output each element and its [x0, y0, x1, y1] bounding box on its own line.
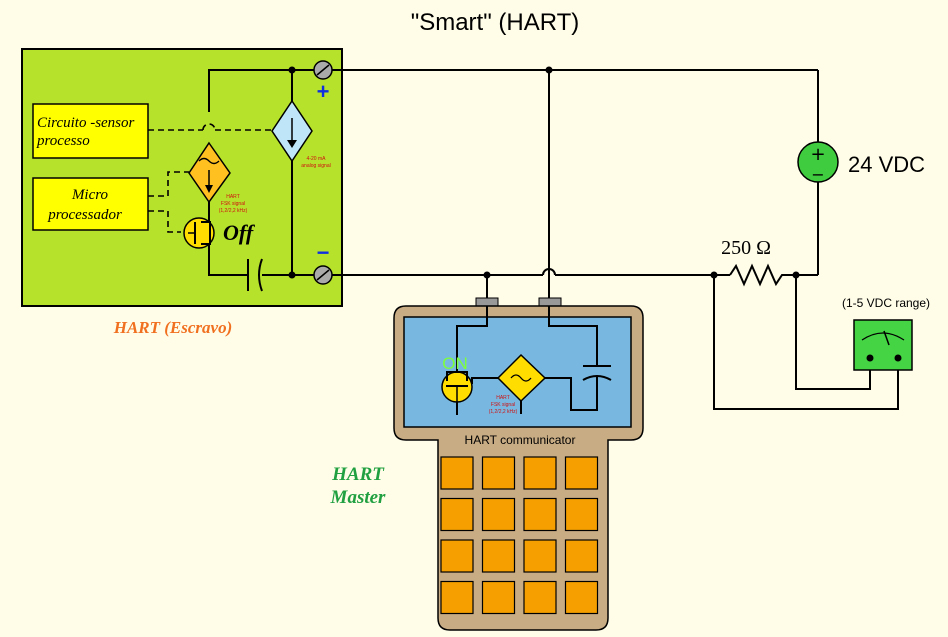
- sensor-box-line-1: Circuito -sensor: [37, 115, 135, 131]
- supply-plus: +: [810, 144, 825, 165]
- keypad-key[interactable]: [523, 580, 557, 615]
- keypad-key[interactable]: [481, 497, 516, 532]
- junction-dot: [545, 66, 553, 74]
- off-label: Off: [223, 220, 256, 245]
- junction-dot: [288, 271, 296, 279]
- diagram-title: "Smart" (HART): [411, 9, 580, 36]
- connector-right: [538, 297, 562, 307]
- comm-fsk-label-line-2: FSK signal: [491, 402, 515, 408]
- keypad-key[interactable]: [523, 497, 557, 532]
- keypad-key[interactable]: [564, 539, 599, 573]
- comm-fsk-label-line-3: (1,2/2,2 kHz): [489, 409, 518, 415]
- tx-fsk-label-line-3: (1,2/2,2 kHz): [219, 208, 248, 214]
- slave-caption: HART (Escravo): [113, 318, 233, 337]
- voltmeter-icon: [853, 319, 913, 371]
- control-dashes: [148, 123, 272, 233]
- master-caption-line-1: HART: [331, 464, 385, 485]
- comm-sine-wave-icon: [510, 374, 532, 382]
- sensor-box-line-2: processo: [36, 133, 90, 149]
- keypad-key[interactable]: [481, 580, 516, 615]
- connector-left: [475, 297, 499, 307]
- micro-box-line-1: Micro: [71, 187, 109, 203]
- source-label-line-1: 4-20 mA: [307, 156, 327, 162]
- terminal-minus: [313, 265, 333, 285]
- keypad-key[interactable]: [440, 580, 474, 615]
- keypad-key[interactable]: [523, 456, 557, 490]
- source-label-line-2: analog signal: [301, 163, 330, 169]
- junction-dot: [710, 271, 718, 279]
- power-supply-icon: [797, 141, 839, 183]
- meter-range-label: (1-5 VDC range): [842, 296, 930, 310]
- switch-off-icon: [183, 217, 215, 249]
- junction-dot: [483, 271, 491, 279]
- master-caption-line-2: Master: [330, 487, 387, 508]
- minus-polarity: −: [317, 240, 330, 265]
- micro-box-line-2: processador: [47, 207, 122, 223]
- keypad-key[interactable]: [564, 497, 599, 532]
- fsk-arrowhead-icon: [205, 185, 213, 193]
- resistor-label: 250 Ω: [721, 237, 771, 259]
- tx-fsk-label-line-1: HART: [226, 194, 240, 200]
- sine-wave-icon: [198, 157, 220, 165]
- keypad-key[interactable]: [481, 539, 516, 573]
- keypad-key[interactable]: [523, 539, 557, 573]
- supply-label: 24 VDC: [848, 152, 925, 177]
- keypad: [440, 456, 599, 615]
- current-arrowhead-icon: [287, 140, 297, 148]
- on-label: ON: [442, 354, 468, 373]
- keypad-key[interactable]: [564, 580, 599, 615]
- keypad-key[interactable]: [564, 456, 599, 490]
- keypad-key[interactable]: [440, 497, 474, 532]
- tx-fsk-label-line-2: FSK signal: [221, 201, 245, 207]
- comm-fsk-label-line-1: HART: [496, 395, 510, 401]
- keypad-key[interactable]: [440, 456, 474, 490]
- junction-dot: [288, 66, 296, 74]
- resistor-icon: [729, 263, 798, 287]
- keypad-key[interactable]: [440, 539, 474, 573]
- keypad-key[interactable]: [481, 456, 516, 490]
- meter-needle-icon: [883, 330, 890, 346]
- communicator-wiring: [456, 306, 612, 415]
- microprocessor-box: [32, 177, 149, 231]
- terminal-plus: [313, 60, 333, 80]
- supply-minus: −: [811, 165, 824, 184]
- sensor-circuit-box: [32, 103, 149, 159]
- plus-polarity: +: [317, 79, 330, 104]
- loop-wiring: [332, 69, 899, 410]
- communicator-name: HART communicator: [465, 433, 576, 447]
